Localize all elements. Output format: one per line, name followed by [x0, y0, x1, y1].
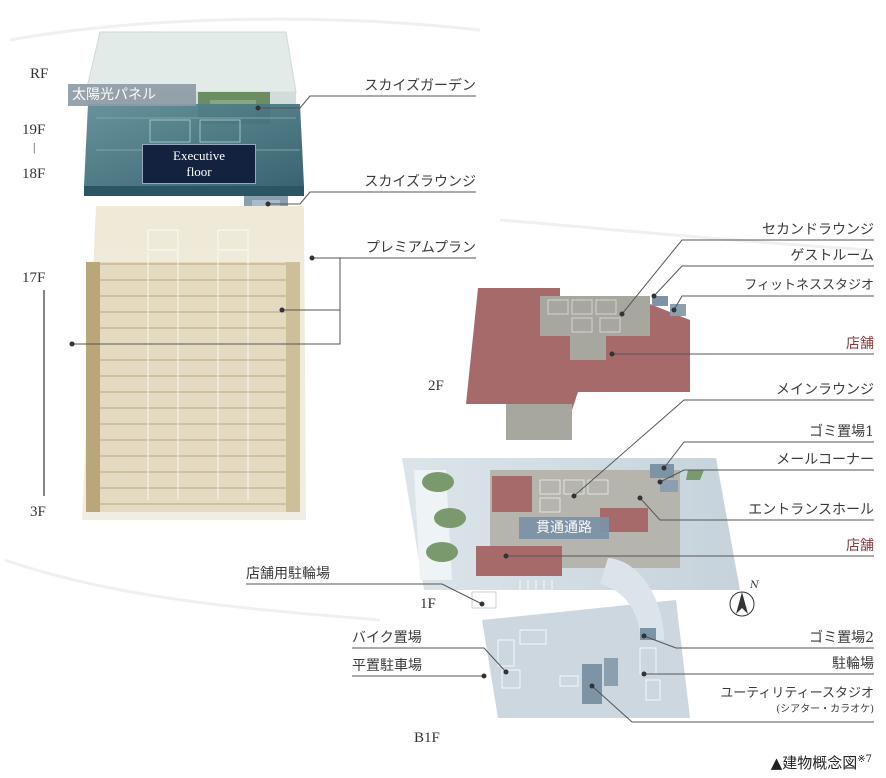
label-shop-1f: 店舗: [846, 538, 874, 554]
label-guest-room: ゲストルーム: [790, 248, 874, 264]
solar-panel-label: 太陽光パネル: [68, 84, 196, 106]
through-passage-label: 貫通通路: [519, 517, 609, 539]
floor-label-3f: 3F: [30, 504, 46, 520]
floor-label-b1f: B1F: [414, 730, 440, 746]
floor-label-1f: 1F: [420, 596, 436, 612]
label-garbage-2: ゴミ置場2: [809, 630, 874, 646]
compass-north-letter: N: [750, 580, 759, 591]
leader-dots: [69, 105, 677, 689]
floor-label-2f: 2F: [428, 378, 444, 394]
floor-label-rf: RF: [30, 66, 49, 82]
label-entrance-hall: エントランスホール: [748, 502, 874, 518]
label-shop-2f: 店舗: [846, 336, 874, 352]
background-contours: [4, 17, 871, 622]
label-mail-corner: メールコーナー: [776, 452, 874, 468]
label-main-lounge: メインラウンジ: [776, 382, 874, 398]
label-utility-studio-note: (シアター・カラオケ): [776, 704, 874, 715]
label-second-lounge: セカンドラウンジ: [762, 222, 874, 238]
executive-floor-line2: floor: [186, 164, 212, 179]
floor-label-17f: 17F: [22, 270, 46, 286]
figure-caption: ▲建物概念図※7: [771, 752, 872, 773]
label-bicycle-parking: 駐輪場: [832, 656, 874, 672]
label-utility-studio: ユーティリティースタジオ: [720, 686, 874, 701]
label-garbage-1: ゴミ置場1: [809, 424, 874, 440]
label-sky-lounge: スカイズラウンジ: [364, 174, 476, 190]
floor-2f: [466, 288, 690, 440]
caption-note: ※7: [857, 754, 872, 765]
label-fitness-studio: フィットネススタジオ: [744, 278, 874, 293]
executive-floor-box: Executive floor: [142, 144, 256, 184]
label-shop-bicycle-parking: 店舗用駐輪場: [246, 566, 330, 582]
label-bike-parking: バイク置場: [352, 630, 422, 646]
label-premium-plan: プレミアムプラン: [365, 240, 476, 256]
leader-lines: [72, 95, 874, 723]
tower-body: [82, 206, 306, 520]
label-sky-garden: スカイズガーデン: [364, 78, 476, 94]
floor-label-19f: 19F: [22, 122, 46, 138]
floor-range-dash: |: [33, 140, 36, 154]
label-flat-parking: 平置駐車場: [352, 658, 422, 674]
floor-label-18f: 18F: [22, 166, 46, 182]
executive-floor-line1: Executive: [173, 148, 225, 163]
north-compass: [729, 591, 755, 617]
caption-text: ▲建物概念図: [770, 754, 858, 772]
